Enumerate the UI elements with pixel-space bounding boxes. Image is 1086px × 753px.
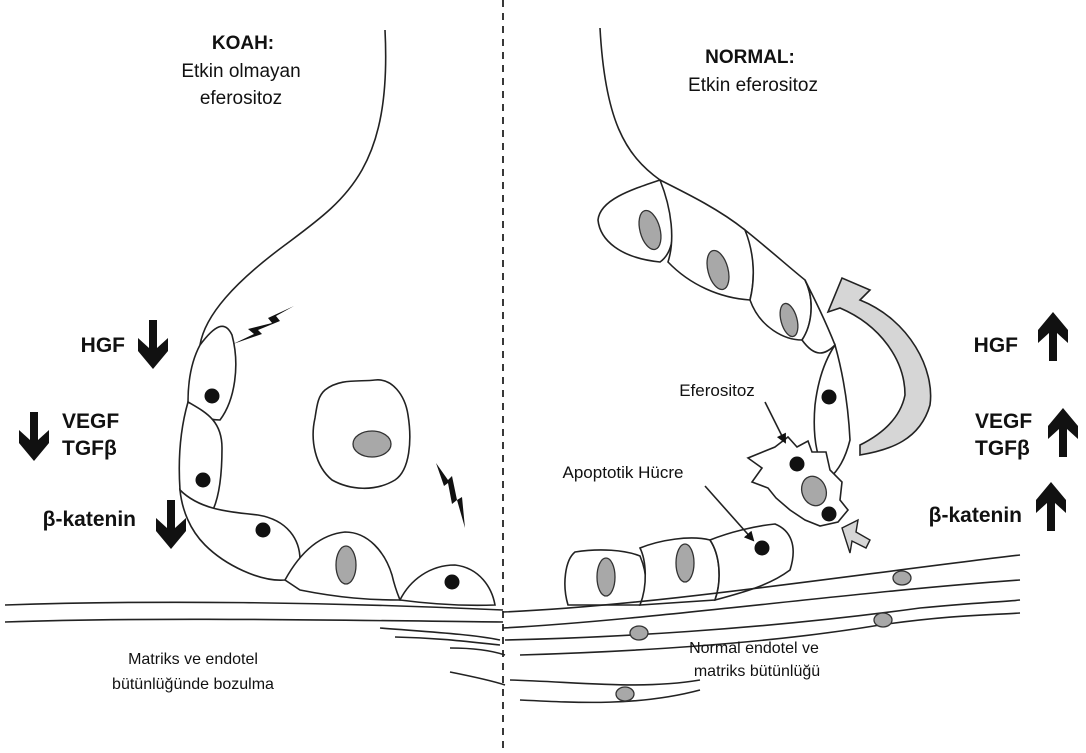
endothelial-nucleus bbox=[616, 687, 634, 701]
left-marker-hgf: HGF bbox=[81, 334, 126, 357]
left-cell-nucleus-grey bbox=[336, 546, 356, 584]
endothelial-nucleus bbox=[874, 613, 892, 627]
right-vessel bbox=[520, 690, 700, 702]
right-marker-vegf: VEGF bbox=[975, 410, 1032, 433]
apoptotic-leader-line bbox=[705, 486, 753, 540]
right-marker-hgf: HGF bbox=[974, 334, 1019, 357]
small-arrow-icon bbox=[842, 520, 870, 553]
left-epithelial-cell bbox=[180, 490, 300, 580]
right-cell-nucleus-grey bbox=[597, 558, 615, 596]
left-subtitle-line1: Etkin olmayan bbox=[181, 61, 300, 82]
left-disrupted-vessel bbox=[380, 628, 500, 640]
arrow-up-icon bbox=[1048, 408, 1078, 457]
right-alveolar-wall bbox=[600, 28, 660, 180]
left-marker-tgfb: TGFβ bbox=[62, 437, 117, 460]
left-disrupted-vessel bbox=[450, 672, 505, 685]
left-basement-membrane-lower bbox=[5, 619, 503, 622]
annotation-apoptotic-cell: Apoptotik Hücre bbox=[563, 463, 684, 482]
left-subtitle-line2: eferositoz bbox=[200, 88, 282, 109]
left-cell-nucleus bbox=[445, 575, 460, 590]
endothelial-nucleus bbox=[630, 626, 648, 640]
right-epithelial-cell bbox=[598, 180, 673, 262]
right-title: NORMAL: bbox=[705, 47, 795, 68]
left-disrupted-vessel bbox=[450, 648, 505, 655]
right-vessel bbox=[510, 680, 700, 685]
left-marker-beta-catenin: β-katenin bbox=[43, 508, 136, 531]
macrophage-nucleus bbox=[353, 431, 391, 457]
right-epithelial-cell bbox=[745, 230, 811, 340]
right-cell-nucleus-grey bbox=[676, 544, 694, 582]
right-cell-nucleus bbox=[822, 390, 837, 405]
lightning-bolt-icon bbox=[436, 463, 465, 528]
arrow-up-icon bbox=[1038, 312, 1068, 361]
left-marker-vegf: VEGF bbox=[62, 410, 119, 433]
right-epithelial-cell bbox=[660, 180, 753, 300]
arrow-down-icon bbox=[156, 500, 186, 549]
right-caption-line2: matriks bütünlüğü bbox=[694, 663, 820, 680]
lightning-bolt-icon bbox=[233, 306, 294, 344]
left-caption-line1: Matriks ve endotel bbox=[128, 651, 258, 668]
left-title: KOAH: bbox=[212, 33, 274, 54]
left-panel: KOAH: Etkin olmayan eferositoz HGF bbox=[5, 30, 505, 693]
endothelial-nucleus bbox=[893, 571, 911, 585]
apoptotic-body bbox=[822, 507, 837, 522]
apoptotic-body bbox=[790, 457, 805, 472]
right-panel: NORMAL: Etkin eferositoz bbox=[503, 28, 1078, 702]
arrow-up-icon bbox=[1036, 482, 1066, 531]
apoptotic-cell-nucleus bbox=[755, 541, 770, 556]
left-caption-line2: bütünlüğünde bozulma bbox=[112, 676, 274, 693]
left-cell-nucleus bbox=[205, 389, 220, 404]
arrow-down-icon bbox=[138, 320, 168, 369]
left-cell-nucleus bbox=[256, 523, 271, 538]
right-subtitle: Etkin eferositoz bbox=[688, 75, 818, 96]
efferocytosis-leader-line bbox=[765, 402, 785, 442]
right-marker-beta-catenin: β-katenin bbox=[929, 504, 1022, 527]
right-caption-line1: Normal endotel ve bbox=[689, 640, 819, 657]
annotation-efferocytosis: Eferositoz bbox=[679, 381, 755, 400]
arrow-down-icon bbox=[19, 412, 49, 461]
right-vessel bbox=[505, 600, 1020, 640]
left-cell-nucleus bbox=[196, 473, 211, 488]
right-marker-tgfb: TGFβ bbox=[975, 437, 1030, 460]
